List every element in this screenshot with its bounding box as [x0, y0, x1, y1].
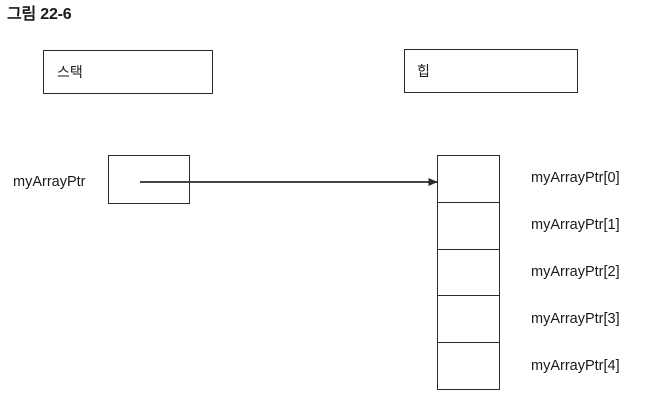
array-element-label: myArrayPtr[4] [531, 358, 620, 374]
array-element-labels: myArrayPtr[0] myArrayPtr[1] myArrayPtr[2… [531, 155, 656, 390]
array-element-label: myArrayPtr[2] [531, 264, 620, 280]
pointer-variable-box [108, 155, 190, 204]
array-cell [438, 343, 499, 389]
array-element-label: myArrayPtr[0] [531, 170, 620, 186]
heap-region-box [404, 49, 578, 93]
array-element-label: myArrayPtr[1] [531, 217, 620, 233]
stack-region-box [43, 50, 213, 94]
pointer-variable-label: myArrayPtr [13, 174, 86, 190]
array-element-label: myArrayPtr[3] [531, 311, 620, 327]
array-cell [438, 249, 499, 297]
array-cell [438, 202, 499, 250]
stack-region-label: 스택 [57, 64, 83, 80]
array-cell [438, 156, 499, 203]
right-arrow-icon [140, 178, 438, 186]
array-cell [438, 296, 499, 344]
heap-array [437, 155, 500, 390]
heap-region-label: 힙 [417, 63, 430, 79]
figure-title: 그림 22-6 [7, 6, 72, 23]
